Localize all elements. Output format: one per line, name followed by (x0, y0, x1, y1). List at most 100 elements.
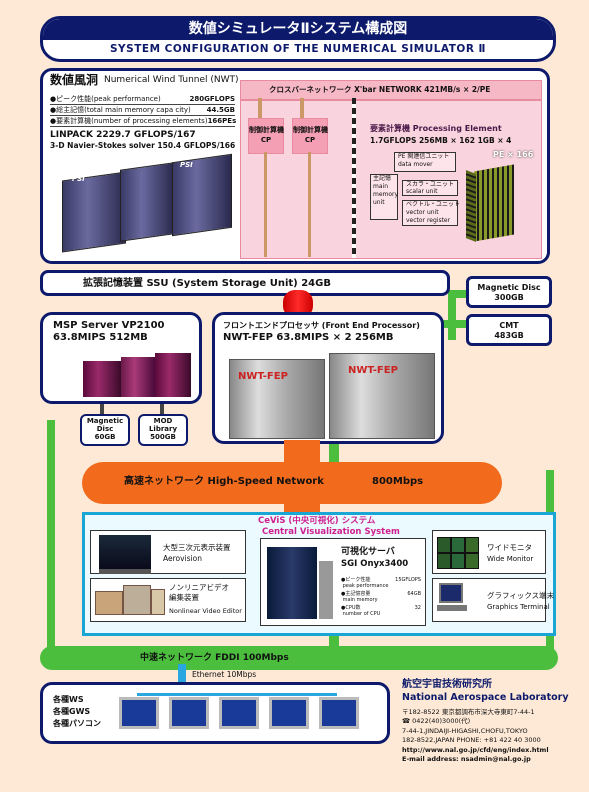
nwt-spec-list: ●ピーク性能(peak performance) 280GFLOPS ●総主記憶… (50, 94, 237, 127)
cp-connector (300, 98, 304, 118)
wide-monitor-image (451, 553, 465, 569)
ethernet-label: Ethernet 10Mbps (192, 670, 257, 679)
graphics-terminal-image (437, 605, 467, 611)
cp-label: 制御計算機 CP (249, 126, 284, 144)
pe-data-mover: PE 関連信ユニット data mover (394, 152, 456, 172)
server-spec-label: ●CPU数 number of CPU (341, 605, 381, 617)
mod-size: 500GB (150, 433, 176, 441)
high-speed-network: 高速ネットワーク High-Speed Network 800Mbps (82, 462, 502, 504)
nwt-spec-value: 44.5GB (206, 106, 235, 114)
crossbar-label: クロスバーネットワーク X'bar NETWORK 421MB/s × 2/PE (269, 85, 491, 94)
magnetic-disc-right-name: Magnetic Disc (477, 283, 541, 292)
workstation-monitor[interactable] (219, 697, 259, 729)
nwt-spec-value: 166PEs (207, 117, 237, 125)
nal-address: 182-8522,JAPAN PHONE: +81 422 40 3000 (402, 736, 541, 744)
nal-url[interactable]: http://www.nal.go.jp/cfd/eng/index.html (402, 746, 549, 754)
pe-connector (352, 98, 356, 258)
ws-label: 各種GWS (53, 707, 91, 716)
wide-monitor[interactable]: ワイドモニタ Wide Monitor (432, 530, 546, 574)
wide-monitor-image (465, 553, 479, 569)
server-spec-value: 32 (414, 605, 421, 611)
nwt-name-en: Numerical Wind Tunnel (NWT) (104, 75, 239, 85)
magnetic-disc-right-panel[interactable]: Magnetic Disc 300GB (466, 276, 552, 308)
wide-monitor-image (465, 537, 479, 553)
hsn-label: 高速ネットワーク High-Speed Network (124, 476, 324, 487)
msp-storage-link (160, 404, 164, 414)
control-processor-1: 制御計算機 CP (248, 118, 284, 154)
nal-email[interactable]: E-mail address: nsadmin@nal.go.jp (402, 755, 531, 763)
server-spec-row: ●CPU数 number of CPU 32 (341, 605, 421, 617)
fep-machine-label: NWT-FEP (348, 365, 398, 376)
graphics-terminal-en: Graphics Terminal (487, 603, 550, 611)
control-processor-2: 制御計算機 CP (292, 118, 328, 154)
msp-server-panel[interactable]: MSP Server VP2100 63.8MIPS 512MB (40, 312, 202, 404)
aerovision-en: Aerovision (163, 554, 202, 563)
msp-magnetic-disc[interactable]: Magnetic Disc 60GB (80, 414, 130, 446)
nonlinear-video-editor[interactable]: ノンリニアビデオ 編集装置 Nonlinear Video Editor (90, 578, 246, 622)
pe-array-image (466, 162, 522, 242)
wide-monitor-image (451, 537, 465, 553)
fep-machine-label: NWT-FEP (238, 371, 288, 382)
cmt-panel[interactable]: CMT 483GB (466, 314, 552, 346)
fep-cabinet: NWT-FEP (329, 353, 435, 439)
nwt-machine-label: PSI (72, 175, 85, 183)
nwt-linpack: LINPACK 2229.7 GFLOPS/167 (50, 130, 196, 140)
pe-scalar-label: スカラ・ユニット scalar unit (406, 181, 455, 195)
cp-line (308, 152, 311, 257)
video-editor-image (123, 585, 151, 615)
workstation-monitor[interactable] (319, 697, 359, 729)
ssu-label: 拡張記憶装置 SSU (System Storage Unit) 24GB (83, 278, 331, 289)
msp-cabinet (83, 361, 121, 397)
ethernet-link (178, 664, 186, 686)
ws-bus (137, 693, 337, 696)
fddi-label: 中速ネットワーク FDDI 100Mbps (140, 653, 289, 663)
aerovision-jp: 大型三次元表示装置 (163, 543, 231, 552)
nwt-spec-label: ●要素計算機(number of processing elements) (50, 117, 208, 125)
hsn-fep-connector (284, 440, 320, 466)
workstation-monitor[interactable] (169, 697, 209, 729)
msp-disc-name: Magnetic Disc (86, 417, 124, 433)
nwt-spec-value: 280GFLOPS (189, 95, 235, 103)
aerovision-image (99, 535, 151, 574)
wide-monitor-image (437, 553, 451, 569)
graphics-terminal-jp: グラフィックス端末 (487, 591, 555, 600)
title-jp: 数値シミュレータⅡシステム構成図 (43, 19, 553, 40)
wide-monitor-en: Wide Monitor (487, 555, 534, 563)
server-spec-row: ●ピーク性能 peak performance 15GFLOPS (341, 577, 421, 589)
crossbar-network: クロスバーネットワーク X'bar NETWORK 421MB/s × 2/PE (240, 80, 542, 100)
cmt-size: 483GB (494, 331, 524, 340)
nwt-navier: 3-D Navier-Stokes solver 150.4 GFLOPS/16… (50, 141, 236, 150)
pe-count: PE × 166 (493, 150, 534, 159)
nal-address: 〒182-8522 東京都調布市深大寺東町7-44-1 (402, 708, 535, 716)
nwt-spec-row: ●総主記憶(total main memory capa city) 44.5G… (50, 105, 235, 116)
msp-cabinet (121, 357, 155, 397)
pe-vector-label: ベクトル・ユニット vector unit vector register (406, 201, 461, 224)
server-spec-value: 15GFLOPS (395, 577, 421, 583)
graphics-terminal-image (439, 583, 463, 603)
cp-label: 制御計算機 CP (293, 126, 328, 144)
nwt-machine-label: PSI (180, 161, 193, 169)
nal-name-jp: 航空宇宙技術研究所 (402, 679, 492, 690)
workstation-monitor[interactable] (119, 697, 159, 729)
server-spec-value: 64GB (407, 591, 421, 597)
wide-monitor-image (437, 537, 451, 553)
mod-library[interactable]: MOD Library 500GB (138, 414, 188, 446)
server-en: SGI Onyx3400 (341, 559, 409, 569)
graphics-terminal[interactable]: グラフィックス端末 Graphics Terminal (432, 578, 554, 622)
nwt-machine-image: PSI PSI (62, 153, 234, 254)
visualization-server[interactable]: 可視化サーバ SGI Onyx3400 ●ピーク性能 peak performa… (260, 538, 426, 626)
aerovision[interactable]: 大型三次元表示装置 Aerovision (90, 530, 246, 574)
workstation-panel: 各種WS 各種GWS 各種パソコン (40, 682, 390, 744)
msp-disc-size: 60GB (94, 433, 116, 441)
nwt-spec-label: ●総主記憶(total main memory capa city) (50, 106, 191, 114)
pe-main-memory-label: 主記憶 main memory unit (373, 175, 399, 206)
cevis-title-en: Central Visualization System (262, 527, 400, 537)
workstation-monitor[interactable] (269, 697, 309, 729)
server-spec-row: ●主記憶容量 main memory 64GB (341, 591, 421, 603)
fep-name: フロントエンドプロセッサ (Front End Processor) (223, 321, 420, 330)
ssu-panel: 拡張記憶装置 SSU (System Storage Unit) 24GB (40, 270, 450, 296)
pe-scalar-unit: スカラ・ユニット scalar unit (402, 180, 458, 196)
fddi-link-left (47, 420, 55, 660)
mod-name: MOD Library (148, 417, 178, 433)
fep-panel[interactable]: フロントエンドプロセッサ (Front End Processor) NWT-F… (212, 312, 444, 444)
